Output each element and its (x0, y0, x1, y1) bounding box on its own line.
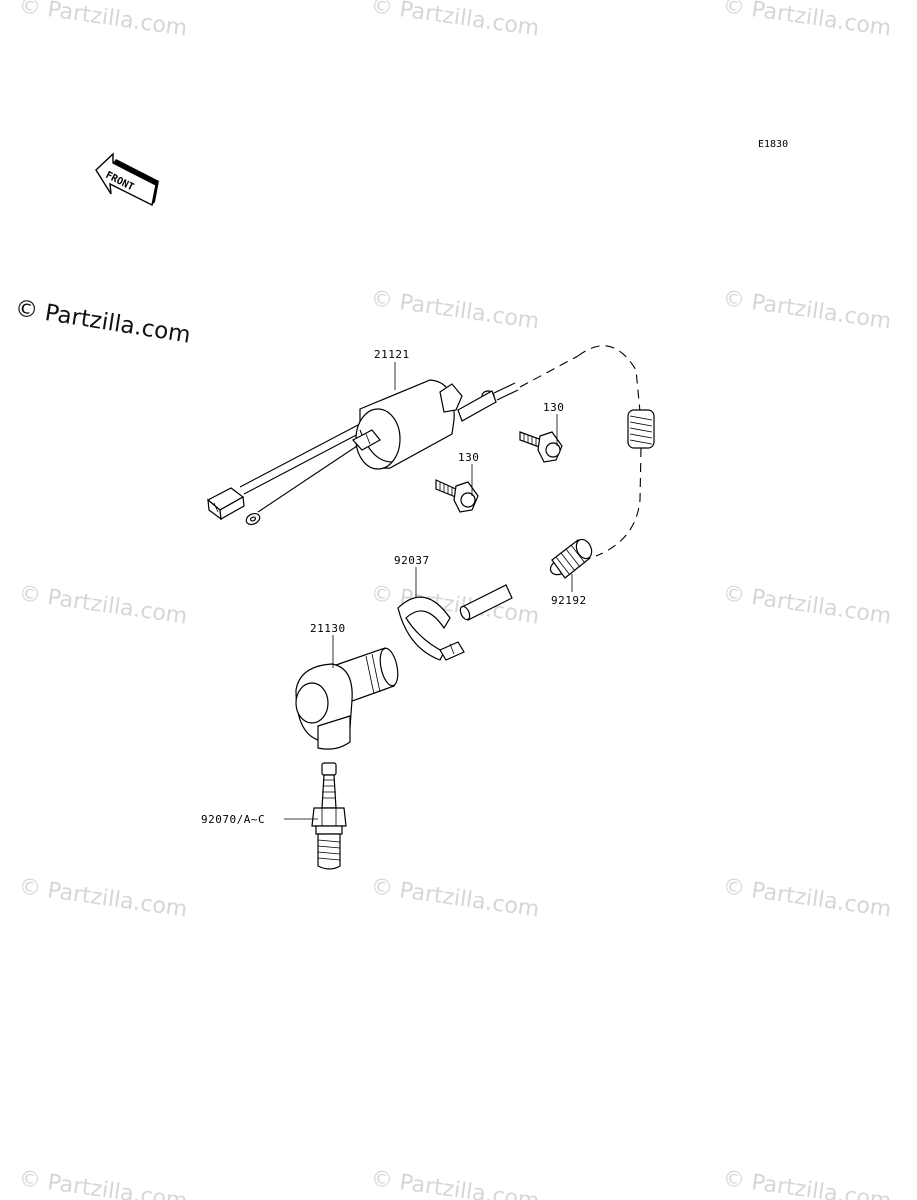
watermark-text: © Partzilla.com (721, 0, 893, 42)
part-number-label: 92070/A~C (201, 813, 265, 826)
spark-plug-92070 (311, 762, 347, 870)
pin (459, 584, 513, 621)
watermark-text: © Partzilla.com (369, 874, 541, 922)
part-number-label: 21121 (374, 348, 410, 361)
spark-plug-cap-21130 (295, 647, 399, 750)
watermark-text: © Partzilla.com (17, 874, 189, 922)
bolt-130-upper (519, 431, 563, 463)
watermark-text: © Partzilla.com (369, 1166, 541, 1200)
watermark-main: © Partzilla.com (13, 295, 192, 348)
part-number-label: 130 (543, 401, 564, 414)
part-number-label: 130 (458, 451, 479, 464)
watermark-text: © Partzilla.com (369, 581, 541, 629)
clamp-92037 (397, 596, 465, 661)
watermark-main-text: © Partzilla.com (13, 295, 192, 348)
ignition-coil-21121 (206, 379, 519, 526)
watermark-text: © Partzilla.com (17, 1166, 189, 1200)
watermark-text: © Partzilla.com (721, 286, 893, 334)
part-number-label: 21130 (310, 622, 346, 635)
spring-92192 (549, 538, 593, 579)
leader-lines (284, 362, 573, 820)
watermark-text: © Partzilla.com (721, 874, 893, 922)
watermark-text: © Partzilla.com (17, 581, 189, 629)
watermark-text: © Partzilla.com (17, 0, 189, 42)
part-number-label: 92037 (394, 554, 430, 567)
watermark-text: © Partzilla.com (721, 1166, 893, 1200)
ht-lead-spring-upper (627, 409, 655, 449)
watermark-text: © Partzilla.com (369, 0, 541, 42)
watermark-text: © Partzilla.com (721, 581, 893, 629)
front-direction-arrow-icon: FRONT (95, 152, 159, 207)
watermark-text: © Partzilla.com (369, 286, 541, 334)
part-number-label: 92192 (551, 594, 587, 607)
diagram-code: E1830 (758, 139, 788, 150)
